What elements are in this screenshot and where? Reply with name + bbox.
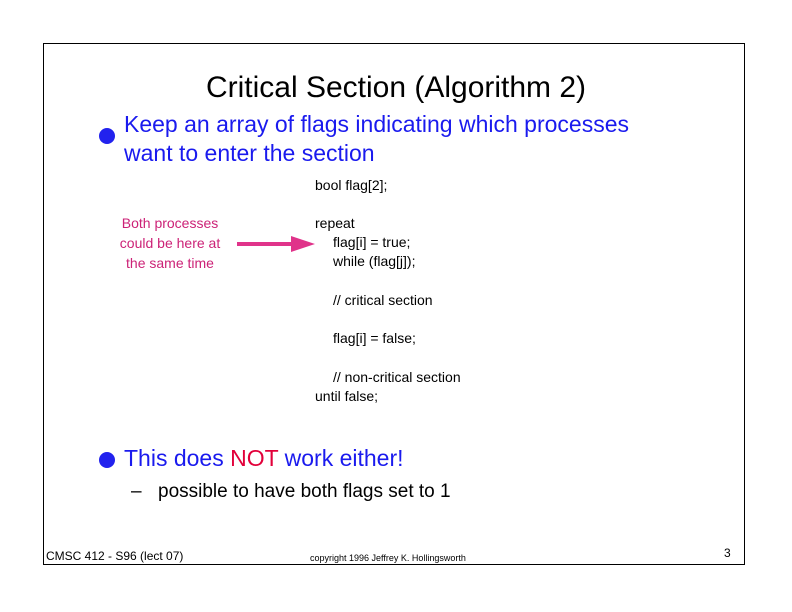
- annotation-line-1: Both processes: [121, 215, 219, 231]
- annotation-line-3: the same time: [126, 255, 214, 271]
- code-line-until: until false;: [315, 388, 379, 404]
- bullet-dot-icon: [99, 452, 115, 468]
- annotation-line-2: could be here at: [119, 235, 221, 251]
- subitem-dash: –: [131, 481, 142, 502]
- footer-copyright: copyright 1996 Jeffrey K. Hollingsworth: [310, 553, 466, 563]
- bullet-2-emphasis: NOT: [230, 445, 279, 471]
- bullet-1-line-2: want to enter the section: [124, 140, 375, 166]
- code-line-set-flag-false: flag[i] = false;: [333, 330, 416, 346]
- annotation-note: Both processes could be here at the same…: [100, 213, 240, 273]
- arrow-icon: [237, 236, 315, 252]
- code-line-declaration: bool flag[2];: [315, 177, 388, 193]
- code-line-while: while (flag[j]);: [333, 253, 416, 269]
- code-line-critical-comment: // critical section: [333, 292, 433, 308]
- slide-frame: [43, 43, 745, 565]
- bullet-2-before: This does: [124, 445, 231, 471]
- slide-title: Critical Section (Algorithm 2): [205, 71, 587, 104]
- bullet-1-line-1: Keep an array of flags indicating which …: [124, 111, 630, 137]
- code-line-noncritical-comment: // non-critical section: [333, 369, 461, 385]
- footer-course: CMSC 412 - S96 (lect 07): [46, 549, 184, 563]
- bullet-dot-icon: [99, 128, 115, 144]
- code-line-repeat: repeat: [315, 215, 355, 231]
- code-line-set-flag-true: flag[i] = true;: [333, 234, 411, 250]
- footer-page-number: 3: [724, 546, 731, 560]
- subitem-text: possible to have both flags set to 1: [158, 481, 451, 502]
- bullet-2-text: This does NOT work either!: [124, 444, 404, 473]
- bullet-2-after: work either!: [278, 445, 404, 471]
